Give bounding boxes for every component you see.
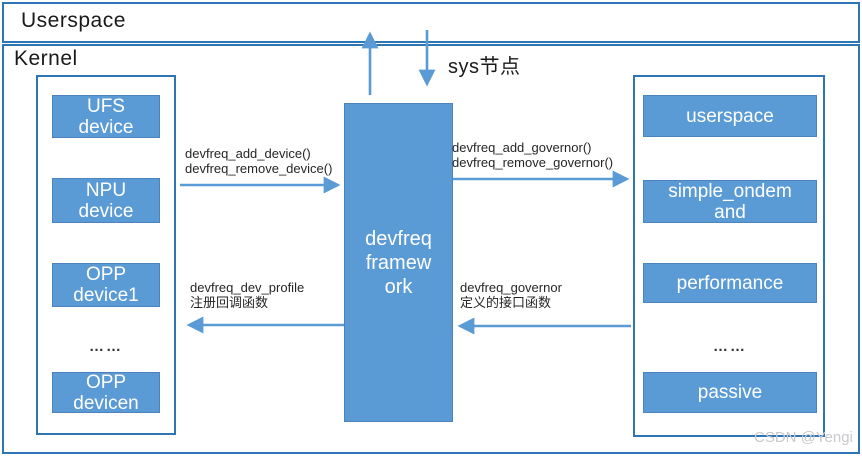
devices-ellipsis: …… [89, 338, 123, 355]
ufs-device-box: UFS device [52, 95, 160, 138]
opp-devicen-box: OPP devicen [52, 372, 160, 414]
userspace-region [2, 2, 860, 43]
add-governor-label: devfreq_add_governor() devfreq_remove_go… [452, 140, 614, 170]
governor-interface-label: devfreq_governor 定义的接口函数 [460, 280, 562, 310]
passive-governor-box: passive [643, 372, 817, 413]
add-device-label: devfreq_add_device() devfreq_remove_devi… [185, 146, 333, 176]
performance-governor-box: performance [643, 263, 817, 303]
npu-device-box: NPU device [52, 178, 160, 223]
watermark: CSDN @Yengi [754, 429, 853, 446]
simple-ondemand-governor-box: simple_ondem and [643, 180, 817, 223]
sys-node-label: sys节点 [448, 56, 521, 78]
governors-ellipsis: …… [713, 338, 747, 355]
kernel-label: Kernel [14, 47, 78, 70]
opp-device1-box: OPP device1 [52, 263, 160, 307]
userspace-governor-box: userspace [643, 95, 817, 137]
dev-profile-label: devfreq_dev_profile 注册回调函数 [190, 280, 305, 310]
userspace-label: Userspace [21, 9, 126, 32]
devfreq-framework-box: devfreq framew ork [344, 103, 453, 422]
